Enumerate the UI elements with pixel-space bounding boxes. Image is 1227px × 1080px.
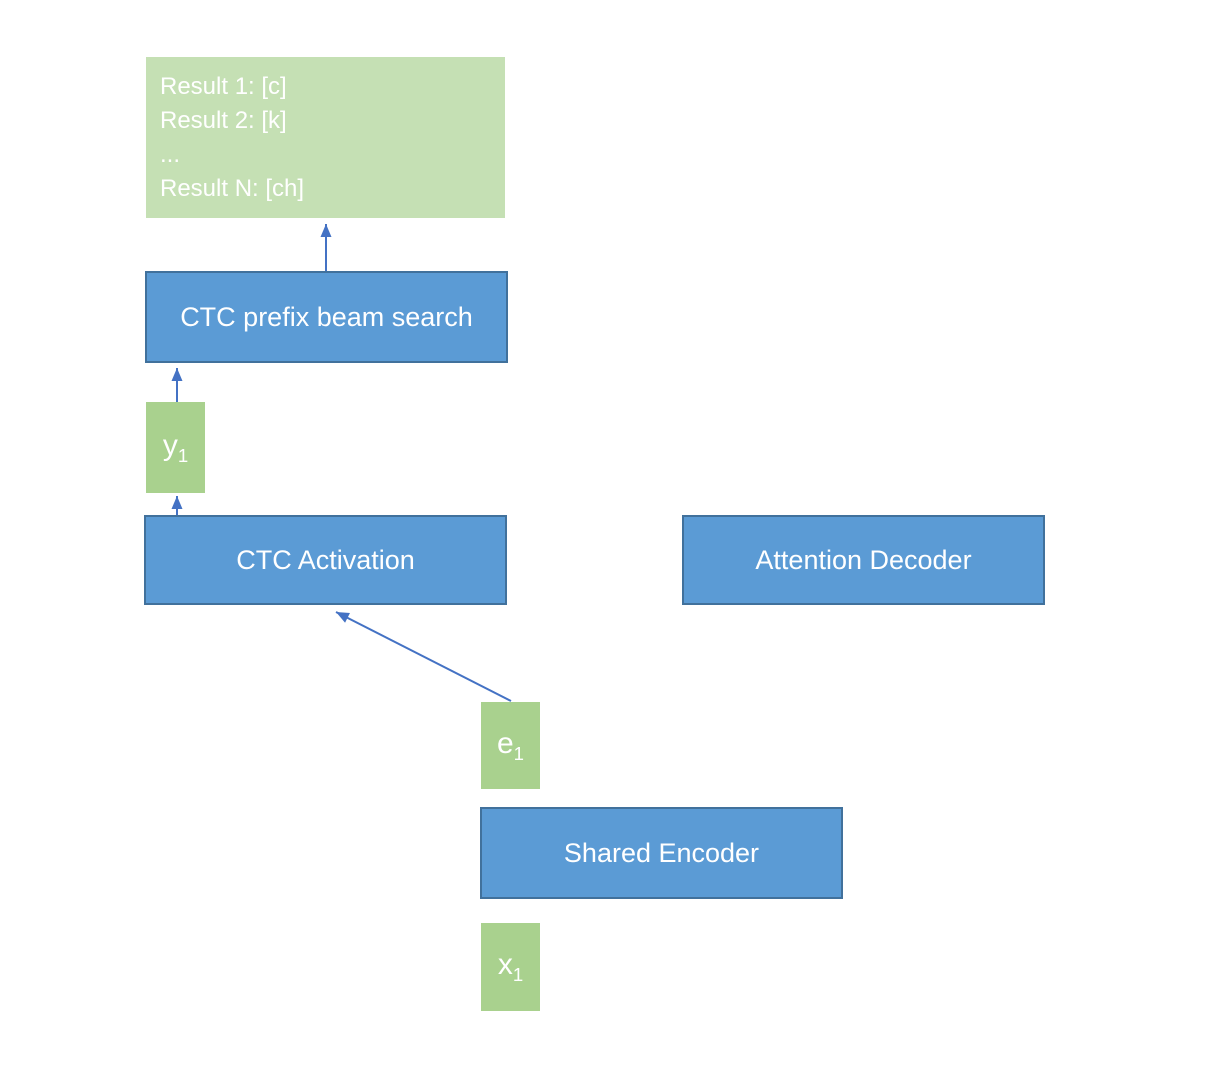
result-line-ellipsis: ... xyxy=(160,141,181,168)
result-line-2: Result 2: [k] xyxy=(160,107,287,134)
ctc-activation-box: CTC Activation xyxy=(144,515,507,605)
shared-encoder-label: Shared Encoder xyxy=(563,837,760,868)
result-line-1: Result 1: [c] xyxy=(160,73,287,100)
shared-encoder-box: Shared Encoder xyxy=(480,807,843,899)
e1-data-box: e1 xyxy=(481,702,540,789)
attention-decoder-box: Attention Decoder xyxy=(682,515,1045,605)
ctc-prefix-beam-search-label: CTC prefix beam search xyxy=(180,301,473,332)
x1-label: x1 xyxy=(497,948,524,985)
result-line-n: Result N: [ch] xyxy=(160,175,305,202)
e1-label: e1 xyxy=(496,726,525,764)
y1-label: y1 xyxy=(162,428,189,466)
arrow-e1-to-activation-icon xyxy=(335,611,512,702)
attention-decoder-label: Attention Decoder xyxy=(755,544,972,575)
ctc-activation-label: CTC Activation xyxy=(236,544,415,575)
y1-data-box: y1 xyxy=(146,402,205,493)
x1-data-box: x1 xyxy=(481,923,540,1011)
ctc-prefix-beam-search-box: CTC prefix beam search xyxy=(145,271,508,363)
results-box: Result 1: [c] Result 2: [k] ... Result N… xyxy=(146,57,505,218)
